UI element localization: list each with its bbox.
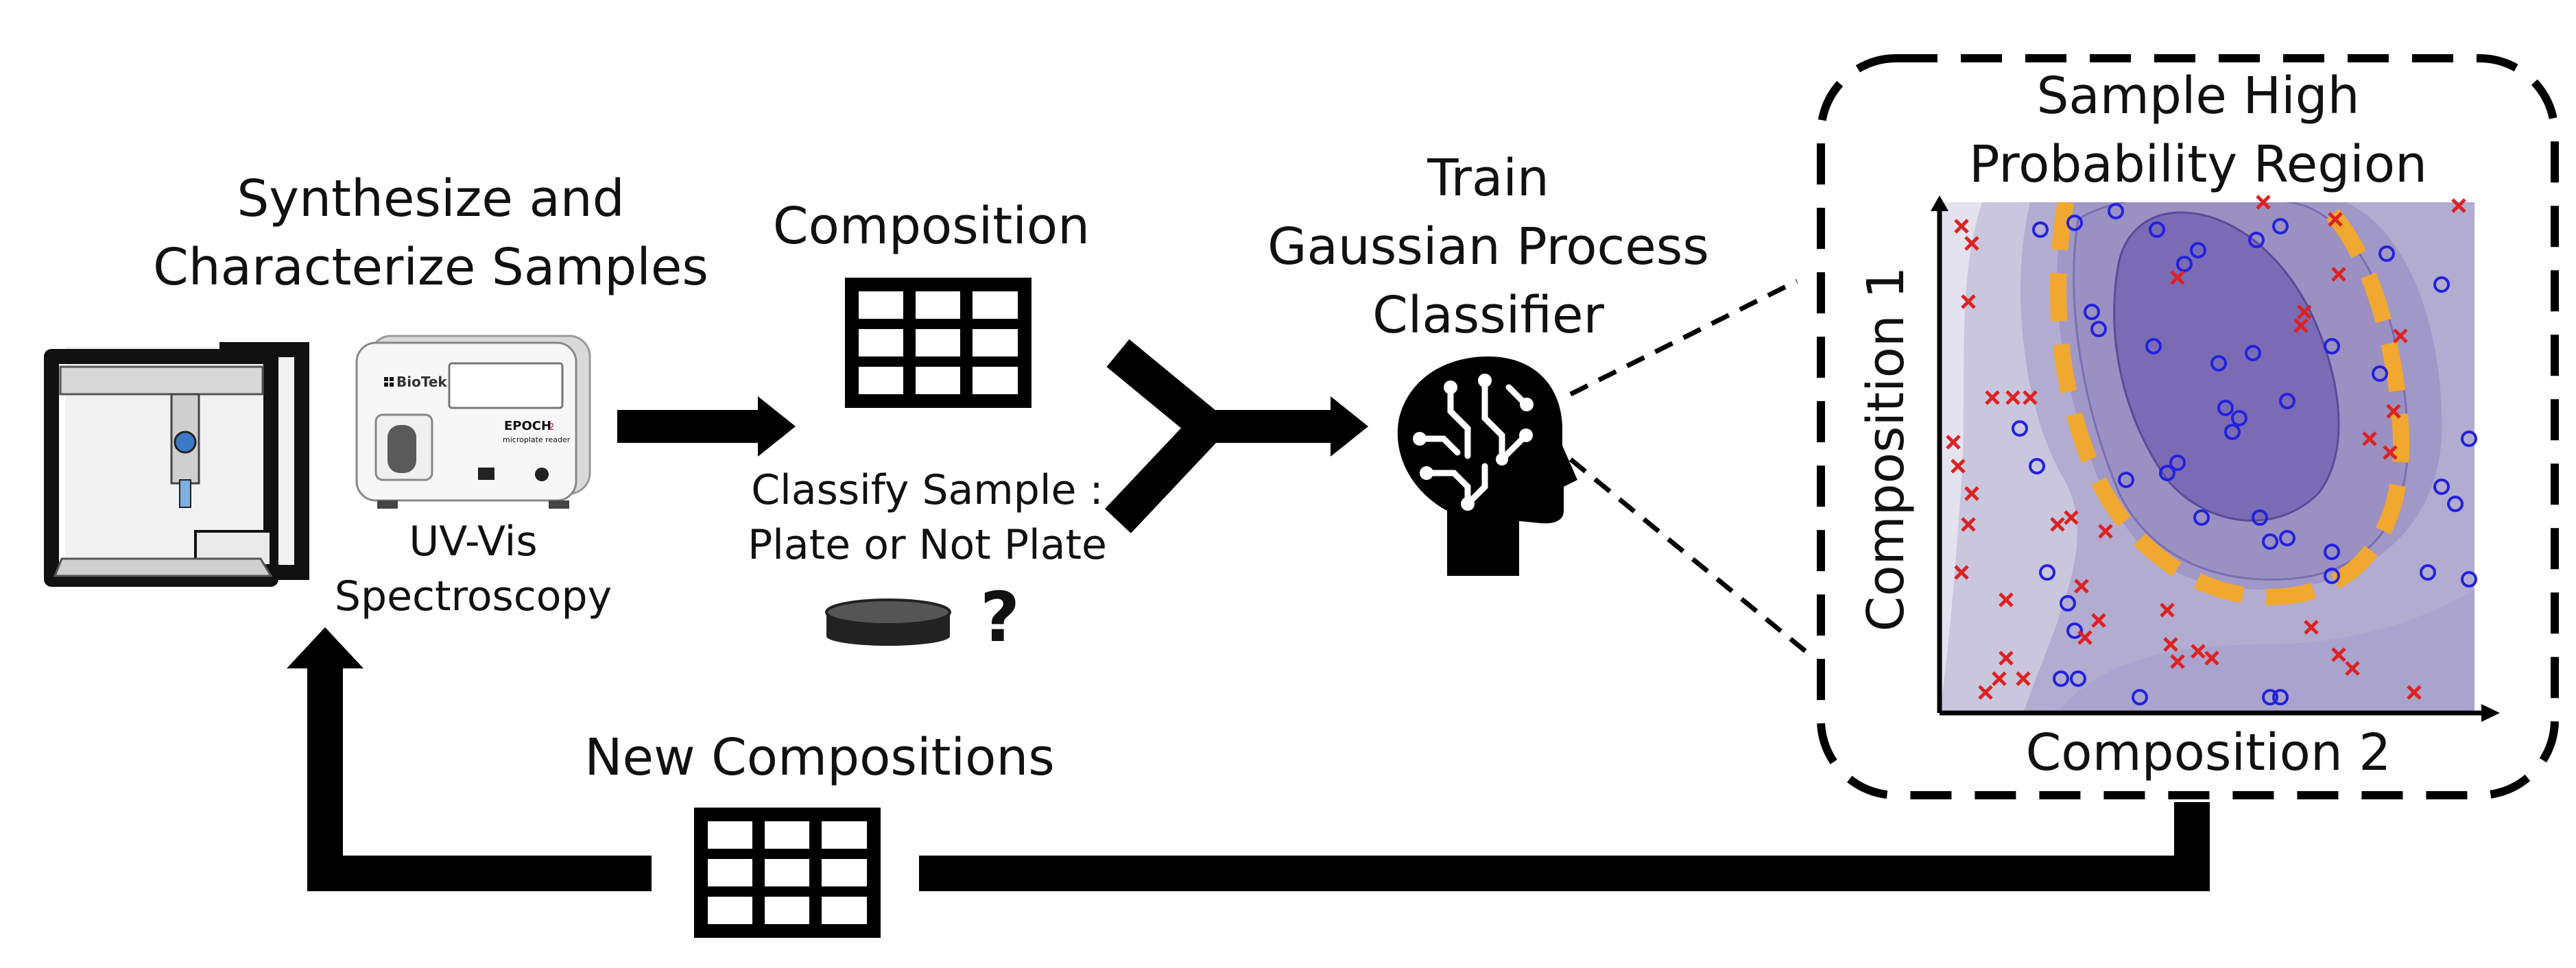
plot-marker-x [2170,654,2185,669]
plot-marker-x [2362,431,2377,446]
plot-marker-x [2064,510,2079,525]
plot-marker-x [2304,620,2319,635]
plot-marker-x [2451,198,2466,213]
plot-marker-x [2383,445,2398,460]
plot-marker-x [2050,517,2065,532]
plot-marker-x [1954,565,1969,580]
classify-label-line1: Classify Sample : [751,466,1103,514]
plot-marker-x [2163,637,2178,652]
plot-markers-o [2012,203,2477,705]
train-label-line2: Gaussian Process [1267,217,1709,276]
plot-marker-x [1999,651,2014,666]
composition-title: Composition [773,197,1090,256]
synthesize-label-line1: Synthesize and [237,169,624,228]
arrow-to-composition [617,396,796,457]
sample-label-line1: Sample High [2036,66,2359,125]
plot-marker-x [2331,267,2346,282]
plot-marker-x [2170,270,2185,285]
plot-marker-x [1999,592,2014,607]
feedback-loop-arrow [287,627,2210,891]
plot-marker-x [2077,630,2092,645]
brain-head-icon [1397,356,1577,576]
robot-printer-icon [44,342,309,587]
merge-arrow-icon [1105,339,1368,533]
uvvis-label-line2: Spectroscopy [335,572,612,620]
plot-marker-x [2098,524,2113,539]
plot-marker-x [2191,644,2206,659]
plot-marker-x [2160,603,2175,618]
train-label-line3: Classifier [1372,286,1604,345]
plot-marker-x [2386,404,2401,419]
plot-marker-x [2016,671,2031,686]
plot-marker-x [1954,219,1969,234]
plot-marker-x [2005,390,2020,405]
plot-marker-x [1992,671,2007,686]
plot-marker-x [2331,647,2346,662]
plot-marker-x [2345,661,2360,676]
plot-marker-x [1964,236,1979,251]
instrument-brand: BioTek [396,374,447,390]
plot-marker-x [1985,390,2000,405]
plot-marker-x [2256,195,2271,210]
new-compositions-title: New Compositions [584,728,1055,787]
instrument-subtitle: microplate reader [503,435,571,444]
plot-ylabel: Composition 1 [1857,267,1916,632]
synthesize-label-line2: Characterize Samples [153,238,708,297]
sample-label-line2: Probability Region [1969,135,2427,194]
plot-xlabel: Composition 2 [2026,723,2392,782]
plot-marker-x [2074,579,2089,594]
sample-region-frame [1817,54,2559,799]
plot-marker-x [2393,328,2408,343]
plot-marker-x [2328,212,2343,227]
plot-marker-x [2023,390,2038,405]
plot-marker-x [2293,318,2309,333]
plot-marker-x [1961,517,1976,532]
probability-plot [1931,195,2500,722]
plot-marker-x [2091,613,2106,628]
plot-marker-x [1946,435,1961,450]
new-compositions-grid-icon [694,808,881,938]
plot-marker-x [2297,304,2312,319]
sample-disk-icon [825,598,951,646]
plot-marker-x [1964,486,1979,501]
instrument-model: EPOCH [504,419,551,433]
composition-grid-icon [845,278,1031,408]
uvvis-label-line1: UV-Vis [409,518,537,566]
plot-markers-x [1946,195,2466,700]
instrument-model-number: 2 [549,422,554,433]
plot-marker-x [1978,685,1993,700]
classify-label-line2: Plate or Not Plate [748,521,1107,569]
classify-question-mark: ? [980,577,1020,657]
plot-marker-x [1951,459,1966,474]
plate-reader-icon: BioTek EPOCH 2 microplate reader [355,335,591,509]
plot-marker-x [2407,685,2422,700]
plot-marker-x [2204,651,2219,666]
plot-marker-x [1961,294,1976,309]
train-label-line1: Train [1427,149,1549,208]
